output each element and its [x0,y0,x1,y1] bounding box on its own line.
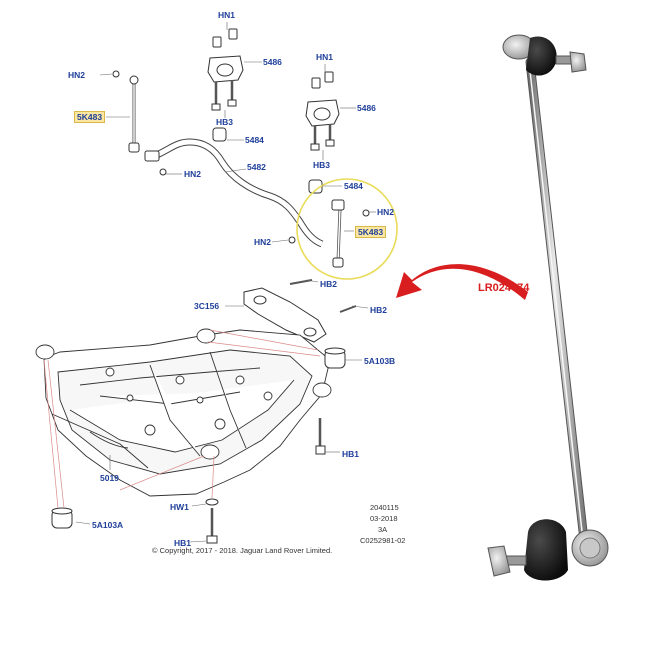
label-5484-b: 5484 [344,181,363,191]
label-5a103b: 5A103B [364,356,396,366]
label-hn2-right: HN2 [377,207,395,217]
leader-lines [99,22,376,243]
callout-part-number: LR024474 [478,282,530,294]
label-hb3-a: HB3 [216,117,234,127]
stabilizer-link-left [112,70,167,176]
label-3c156: 3C156 [194,301,220,311]
label-hw1: HW1 [170,502,189,512]
frame-leaders [75,279,369,543]
label-hn1-top: HN1 [218,10,236,20]
meta-line-4: C0252981-02 [360,536,406,545]
red-leader-lines [43,329,321,509]
label-hn1-right: HN1 [316,52,334,62]
label-hb3-b: HB3 [313,160,331,170]
highlight-circle [296,178,398,280]
meta-line-1: 2040115 [370,503,399,512]
bushing-5a103b [324,347,346,369]
copyright-text: © Copyright, 2017 - 2018. Jaguar Land Ro… [152,546,333,555]
link-photo [487,34,609,581]
label-5486-a: 5486 [263,57,282,67]
subframe-5019 [35,328,332,497]
label-5486-b: 5486 [357,103,376,113]
label-hn2-topleft: HN2 [68,70,86,80]
label-5019: 5019 [100,473,119,483]
brace-3c156 [225,279,357,343]
callout-arrow [396,264,528,300]
label-hb1-right: HB1 [342,449,360,459]
meta-line-3: 3A [378,525,388,534]
bracket-5486-b [305,71,340,194]
label-5a103a: 5A103A [92,520,124,530]
bushing-5a103a [51,507,73,529]
label-hb1-bottom: HB1 [174,538,192,548]
bracket-5486-a [207,28,244,142]
meta-line-2: 03-2018 [370,514,398,523]
washer-and-bolt-bottom [205,498,219,544]
stabilizer-bar [144,138,324,248]
label-5k483-a: 5K483 [74,111,106,123]
label-hn2-mid: HN2 [184,169,202,179]
label-5482: 5482 [247,162,266,172]
label-5484-a: 5484 [245,135,264,145]
bolt-hb1-right [315,418,326,455]
label-hb2-b: HB2 [370,305,388,315]
label-hb2-a: HB2 [320,279,338,289]
label-5k483-b: 5K483 [355,226,387,238]
label-hn2-lower: HN2 [254,237,272,247]
stabilizer-link-right [288,199,370,268]
